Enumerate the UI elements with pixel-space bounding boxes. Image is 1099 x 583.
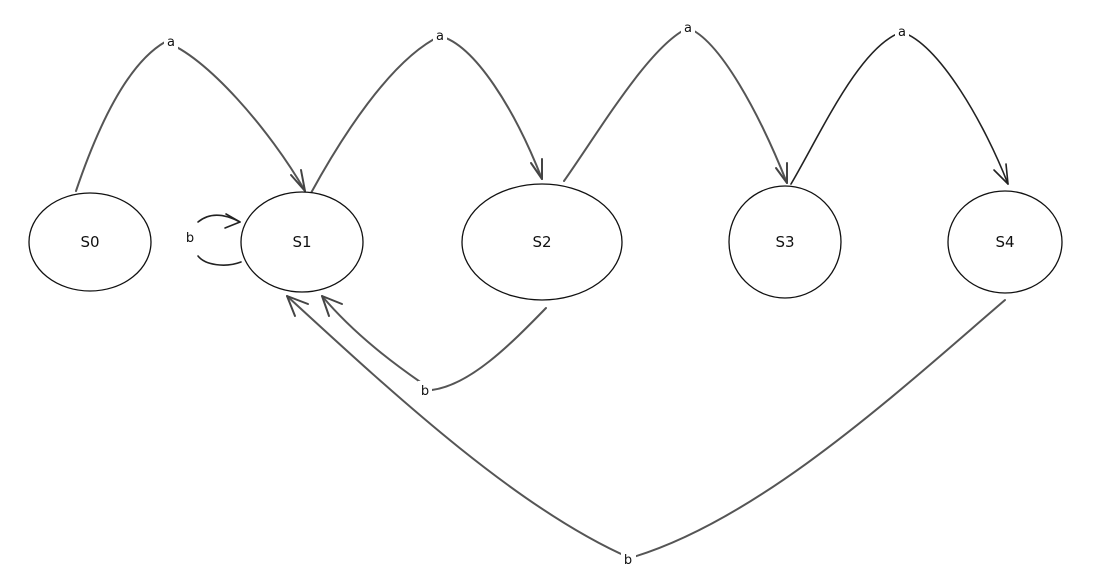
transition-s1-s2: a [310, 27, 543, 194]
transition-s3-s4: a [790, 23, 1009, 185]
arrowhead-s1-s2 [530, 158, 543, 180]
state-label-s1: S1 [292, 233, 311, 251]
state-s4: S4 [947, 190, 1063, 294]
state-s2: S2 [461, 183, 623, 301]
state-node-s0 [28, 192, 152, 292]
state-s3: S3 [728, 185, 842, 299]
state-label-s4: S4 [995, 233, 1014, 251]
state-s0: S0 [28, 192, 152, 292]
arrowhead-s0-s1 [290, 169, 306, 192]
transition-s0-s1: a [75, 33, 306, 192]
arrowhead-s1-self [224, 213, 241, 229]
arrowhead-s2-s1 [321, 295, 343, 317]
transition-label-s1-self: b [186, 231, 194, 246]
transition-label-s4-s1: b [624, 553, 632, 568]
transition-label-s3-s4: a [898, 25, 906, 40]
arrowhead-s2-s3 [775, 162, 788, 184]
state-node-s1 [240, 191, 364, 293]
arrowhead-s3-s4 [993, 163, 1009, 185]
state-node-s2 [461, 183, 623, 301]
transition-label-s2-s1: b [421, 384, 429, 399]
state-node-s4 [947, 190, 1063, 294]
state-label-s2: S2 [532, 233, 551, 251]
arrowhead-s4-s1 [286, 295, 309, 317]
state-label-s0: S0 [80, 233, 99, 251]
state-label-s3: S3 [775, 233, 794, 251]
transition-s1-self: b [183, 213, 242, 266]
state-s1: S1 [240, 191, 364, 293]
transition-label-s2-s3: a [684, 21, 692, 36]
transition-label-s1-s2: a [436, 29, 444, 44]
transition-s2-s1: b [321, 295, 547, 399]
transition-s4-s1: b [286, 295, 1006, 568]
transition-label-s0-s1: a [167, 35, 175, 50]
state-node-s3 [728, 185, 842, 299]
transition-s2-s3: a [563, 19, 788, 184]
